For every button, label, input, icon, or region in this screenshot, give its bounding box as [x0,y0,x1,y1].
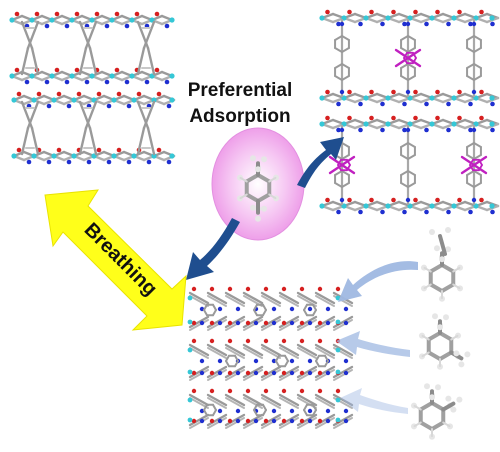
o-xylene-icon [410,383,463,440]
heading-line-2: Adsorption [189,106,291,127]
breathing-double-arrow: Breathing [44,189,187,331]
ethylbenzene-icon [420,227,464,302]
arrow-to-open-framework [297,137,344,188]
m-xylene-icon [418,313,471,370]
arrow-m-xylene-in [336,331,410,357]
p-xylene-icon [236,155,280,222]
arrow-ethylbenzene-in [338,261,418,302]
arrow-o-xylene-in [340,388,408,414]
arrow-to-narrow-framework [186,218,240,280]
diagram-heading: Preferential Adsorption [150,78,330,130]
closed-pore-framework [9,11,176,165]
highlight-ellipse [211,127,305,241]
narrow-pore-framework [187,286,354,429]
open-pore-framework-with-p-xylene [319,9,500,215]
heading-line-1: Preferential [187,80,293,101]
